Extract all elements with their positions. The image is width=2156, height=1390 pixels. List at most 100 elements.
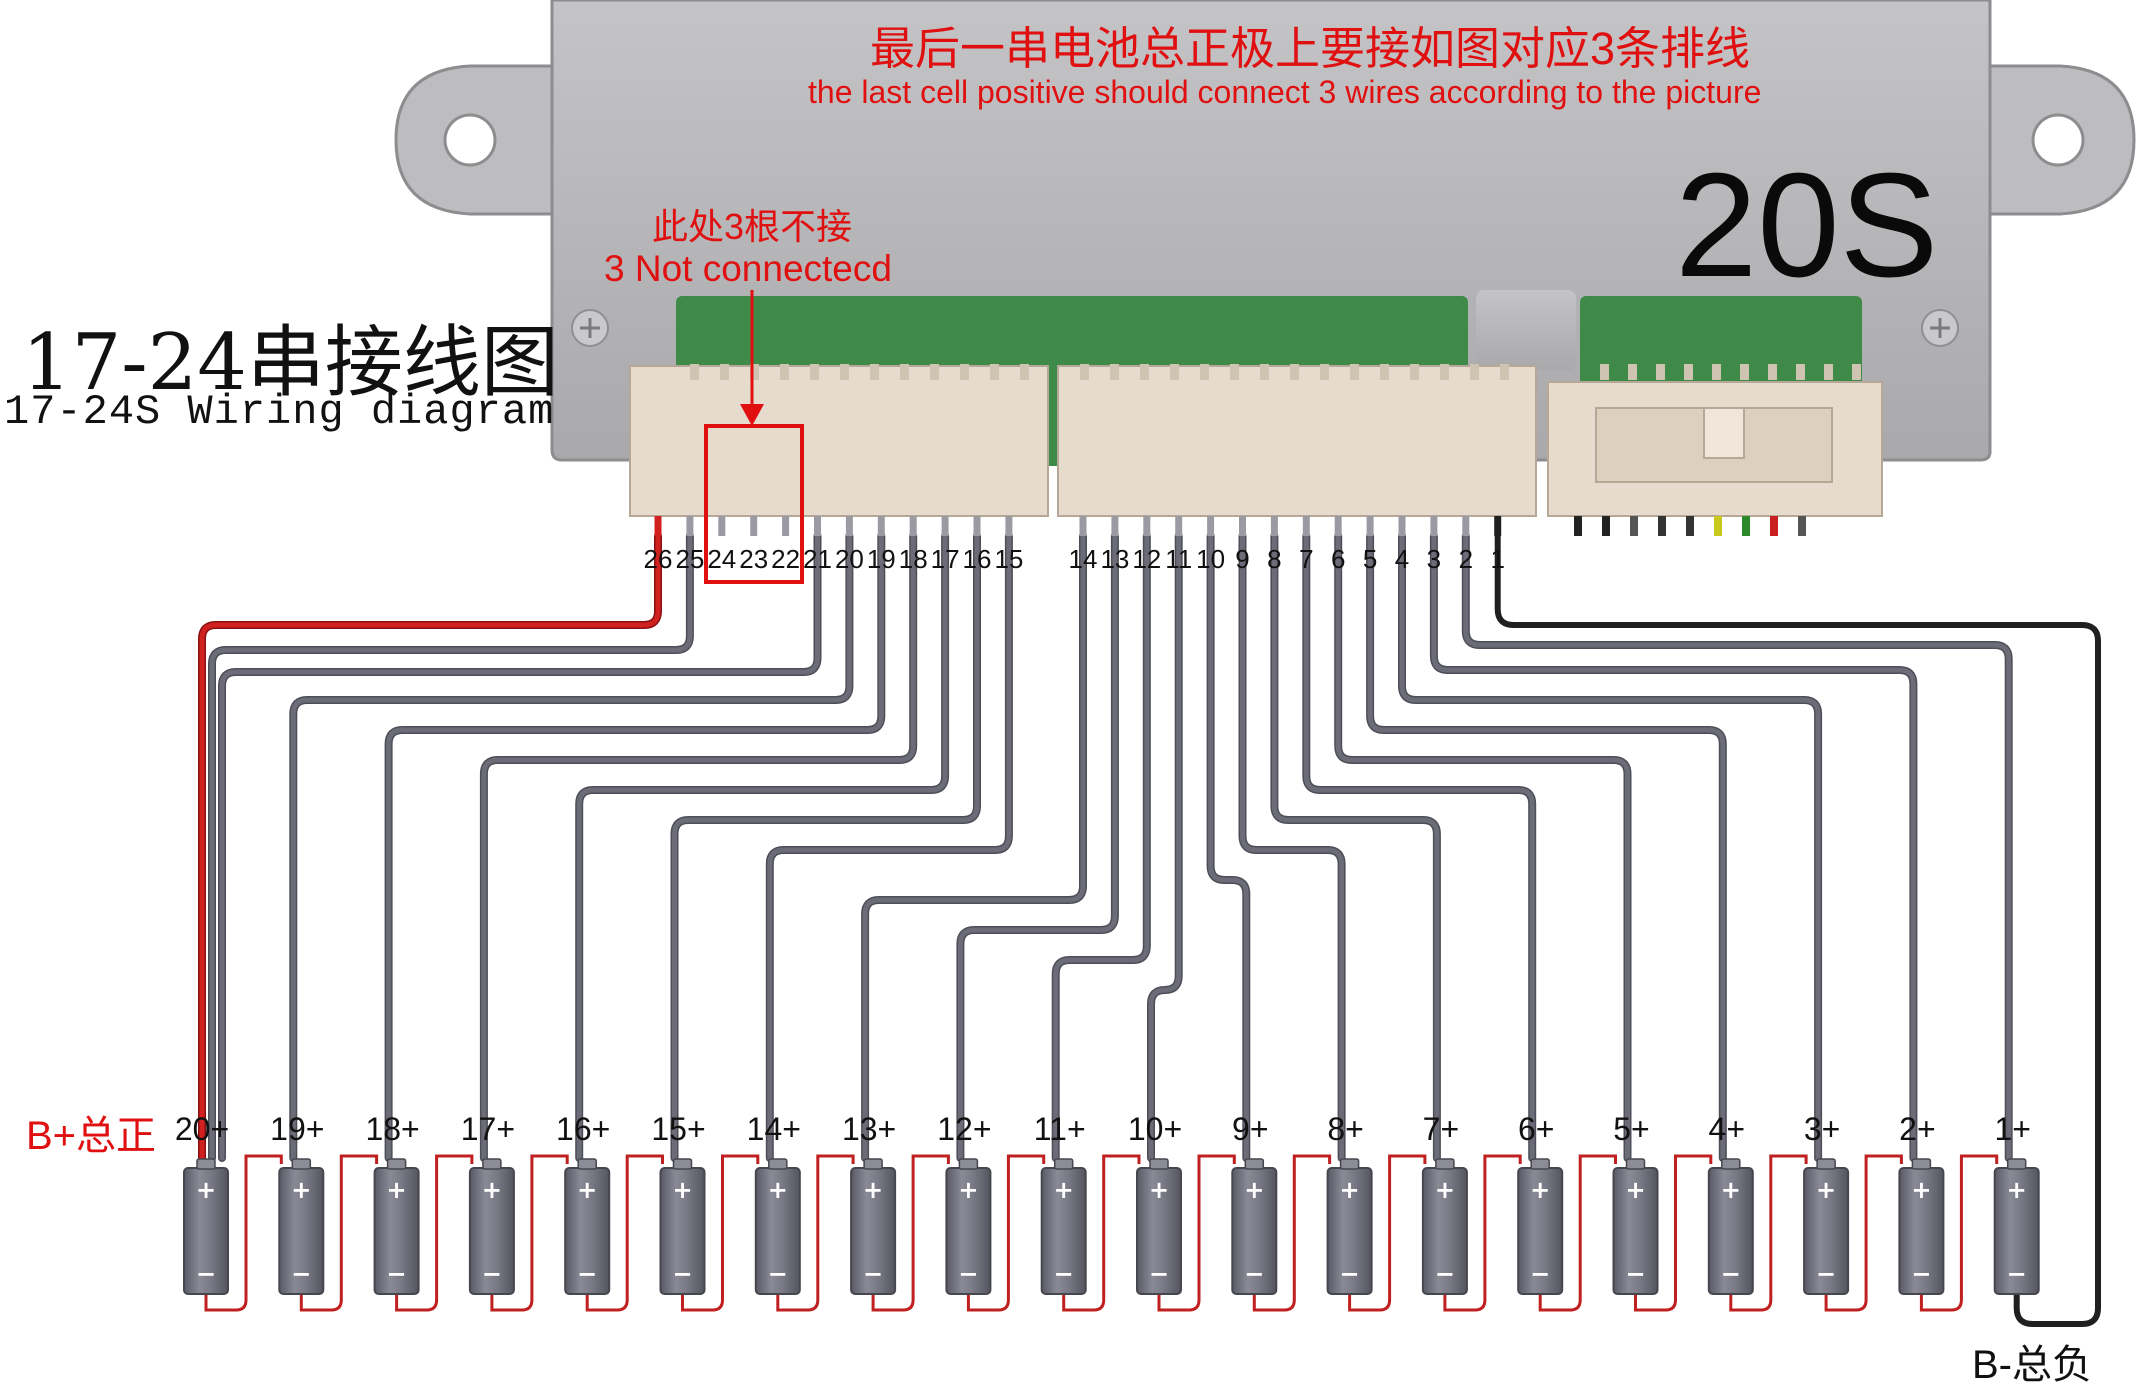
cell-plus-mark: + (1816, 1176, 1836, 1204)
cell-label: 15+ (651, 1111, 705, 1147)
cell-label: 7+ (1423, 1111, 1459, 1147)
cell-minus-mark: − (1530, 1260, 1550, 1288)
connector-c-wires (1574, 516, 1806, 536)
battery-cell: +−19+ (270, 1111, 324, 1295)
cell-plus-mark: + (577, 1176, 597, 1204)
cell-terminal (768, 1158, 788, 1170)
cell-plus-mark: + (1911, 1176, 1931, 1204)
cell-plus-mark: + (387, 1176, 407, 1204)
connector-teeth (690, 364, 1861, 380)
connector-tooth (1796, 364, 1805, 380)
balance-wire-25 (208, 532, 694, 1162)
connector-tooth (1600, 364, 1609, 380)
cell-series-link (776, 1154, 855, 1312)
cell-label: 4+ (1709, 1111, 1745, 1147)
cell-plus-mark: + (1054, 1176, 1074, 1204)
balance-wire-core-10 (1208, 533, 1249, 1161)
cell-label: 11+ (1034, 1111, 1086, 1147)
balance-wire-core-20 (290, 533, 852, 1161)
cell-series-link (1443, 1154, 1522, 1312)
pin-stub-24 (718, 516, 726, 536)
connector-tooth (1350, 364, 1359, 380)
cell-minus-mark: − (958, 1260, 978, 1288)
cell-terminal (1244, 1158, 1265, 1170)
cell-minus-mark: − (2007, 1260, 2027, 1288)
cell-series-link (1062, 1154, 1141, 1312)
cell-terminal (386, 1158, 407, 1170)
cell-minus-mark: − (1911, 1260, 1931, 1288)
cell-label: 20+ (175, 1111, 229, 1147)
pin-stub-2 (1462, 516, 1470, 536)
cell-series-link (1919, 1154, 1999, 1312)
battery-cell: +−16+ (556, 1111, 610, 1295)
b-minus-wire (1494, 533, 2101, 1327)
connector-tooth (1200, 364, 1209, 380)
cell-minus-mark: − (672, 1260, 692, 1288)
cell-terminal (196, 1158, 216, 1170)
connector-tooth (690, 364, 699, 380)
cell-series-link (490, 1154, 569, 1312)
cell-terminal (482, 1158, 502, 1170)
connector-tooth (1260, 364, 1269, 380)
connector-tooth (1628, 364, 1637, 380)
pin-label-13: 13 (1100, 544, 1129, 574)
battery-cell: +−20+ (175, 1111, 229, 1295)
pin-stub-20 (845, 516, 853, 536)
balance-wire-core-18 (481, 533, 916, 1161)
balance-wire-11 (1147, 532, 1183, 1162)
connector-tooth (870, 364, 879, 380)
pin-stub-3 (1430, 516, 1438, 536)
pin-stub-15 (1005, 516, 1013, 536)
cell-plus-mark: + (1435, 1176, 1455, 1204)
pin-stub-23 (750, 516, 758, 536)
cell-terminal (1816, 1158, 1836, 1170)
left-screw-icon (571, 309, 609, 347)
pin-label-4: 4 (1395, 544, 1409, 574)
battery-cell: +−14+ (747, 1111, 801, 1295)
diagram-title-en: 17-24S Wiring diagram (4, 388, 555, 436)
cell-terminal (1911, 1158, 1932, 1170)
pin-label-26: 26 (644, 544, 673, 574)
cell-label: 6+ (1518, 1111, 1554, 1147)
pin-label-11: 11 (1165, 544, 1192, 574)
cell-terminal (863, 1158, 883, 1170)
pin-label-2: 2 (1459, 544, 1473, 574)
cell-label: 19+ (270, 1111, 324, 1147)
cell-minus-mark: − (1435, 1260, 1455, 1288)
pin-label-8: 8 (1267, 544, 1281, 574)
right-screw-icon (1921, 309, 1959, 347)
pin-label-17: 17 (931, 544, 960, 574)
cell-label: 9+ (1232, 1111, 1268, 1147)
connector-c-wire (1714, 516, 1722, 536)
pin-stub-8 (1270, 516, 1278, 536)
connector-tooth (1470, 364, 1479, 380)
pin-label-7: 7 (1299, 544, 1313, 574)
connector-c-tab (1703, 407, 1745, 459)
cell-minus-mark: − (1244, 1260, 1264, 1288)
cell-plus-mark: + (196, 1176, 216, 1204)
not-connected-arrow-head-icon (740, 404, 764, 426)
pin-stub-19 (877, 516, 885, 536)
cell-series-link (871, 1154, 950, 1312)
pin-stub-7 (1302, 516, 1310, 536)
bms-board (394, 0, 2136, 536)
cell-plus-mark: + (672, 1176, 692, 1204)
connector-tooth (780, 364, 789, 380)
cell-minus-mark: − (1054, 1260, 1074, 1288)
connector-tooth (750, 364, 759, 380)
cell-terminal (1625, 1158, 1646, 1170)
cell-plus-mark: + (1149, 1176, 1169, 1204)
pin-label-1: 1 (1490, 544, 1504, 574)
battery-cell: +−18+ (365, 1111, 420, 1295)
pin-stub-6 (1334, 516, 1342, 536)
not-connected-label-cn: 此处3根不接 (652, 206, 853, 247)
cell-label: 16+ (556, 1111, 610, 1147)
balance-wire-12 (1051, 532, 1151, 1162)
battery-cell: +−5+ (1612, 1111, 1659, 1295)
cell-plus-mark: + (1244, 1176, 1264, 1204)
balance-wire-core-11 (1148, 533, 1182, 1161)
model-label: 20S (1675, 143, 1939, 308)
cell-label: 18+ (365, 1111, 419, 1147)
pin-label-10: 10 (1196, 544, 1225, 574)
connector-tooth (1230, 364, 1239, 380)
